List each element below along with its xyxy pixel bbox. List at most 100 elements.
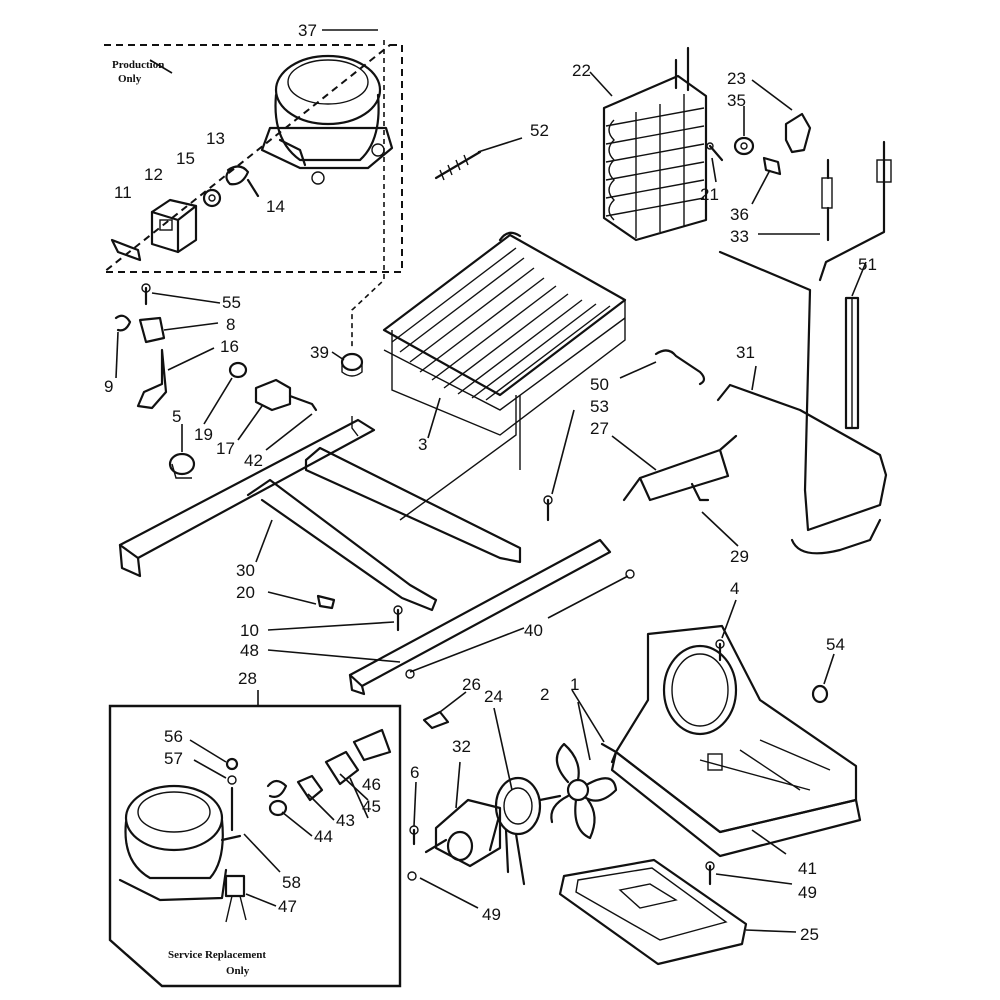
callout-42: 42 <box>244 451 263 470</box>
callout-11: 11 <box>114 183 132 202</box>
service-label-line1: Service Replacement <box>168 949 266 961</box>
service-compressor <box>118 784 242 902</box>
callout-40: 40 <box>524 621 543 640</box>
callout-26: 26 <box>462 675 481 694</box>
screw-part-14 <box>246 178 260 198</box>
callout-14: 14 <box>266 197 285 216</box>
callout-12: 12 <box>144 165 163 184</box>
callout-37: 37 <box>298 21 317 40</box>
relay-part-12 <box>150 198 198 254</box>
callout-31: 31 <box>736 343 755 362</box>
wire-part-42 <box>288 394 318 412</box>
callout-47: 47 <box>278 897 297 916</box>
cap-part-19 <box>228 361 248 379</box>
callout-5: 5 <box>172 407 181 426</box>
cover-part-46 <box>352 728 392 762</box>
wire-part-13 <box>225 165 250 186</box>
dashed-link-37 <box>351 40 385 350</box>
callout-49-left: 49 <box>482 905 501 924</box>
callout-35: 35 <box>727 91 746 110</box>
service-label-line2: Only <box>226 965 250 977</box>
service-replacement-box: Service Replacement Only <box>108 704 402 988</box>
capillary-tube-part-31 <box>716 250 888 555</box>
callout-23: 23 <box>727 69 746 88</box>
callout-43: 43 <box>336 811 355 830</box>
callout-53: 53 <box>590 397 609 416</box>
production-compressor <box>260 54 394 185</box>
clip-part-1 <box>600 742 618 764</box>
leader-lines <box>115 29 867 933</box>
callout-numbers: 37 1 3 15 12 11 14 52 22 23 35 21 36 33 5… <box>104 21 877 944</box>
production-only-box: Production Only <box>101 44 403 273</box>
callout-32: 32 <box>452 737 471 756</box>
callout-20: 20 <box>236 583 255 602</box>
service-small-parts <box>224 728 392 923</box>
callout-56: 56 <box>164 727 183 746</box>
callout-17: 17 <box>216 439 235 458</box>
callout-50: 50 <box>590 375 609 394</box>
fan-blade-part-2 <box>550 742 618 840</box>
callout-54: 54 <box>826 635 845 654</box>
screw-part-53 <box>543 495 553 522</box>
grommet-part-39 <box>340 352 364 377</box>
callout-39: 39 <box>310 343 329 362</box>
grommet-part-44 <box>268 799 288 817</box>
clip-part-11 <box>110 238 142 262</box>
callout-28: 28 <box>238 669 257 688</box>
bracket-part-20 <box>316 594 336 610</box>
callout-45: 45 <box>362 797 381 816</box>
callout-4: 4 <box>730 579 739 598</box>
clamp-part-8 <box>138 316 166 344</box>
callout-1: 1 <box>570 675 579 694</box>
callout-25: 25 <box>800 925 819 944</box>
capacitor-part-17 <box>254 378 292 412</box>
callout-16: 16 <box>220 337 239 356</box>
front-rail-part-48 <box>348 538 612 696</box>
drain-pan-part-25 <box>558 858 748 966</box>
callout-19: 19 <box>194 425 213 444</box>
cord-part-16 <box>136 348 168 410</box>
evaporator-coil <box>602 46 708 242</box>
condenser-coil <box>382 231 627 436</box>
callout-33: 33 <box>730 227 749 246</box>
callout-9: 9 <box>104 377 113 396</box>
fan-shroud-part-41 <box>610 624 862 858</box>
screw-part-49 <box>407 861 715 886</box>
screw-part-6 <box>409 825 419 846</box>
production-label-line2: Only <box>118 73 142 85</box>
clip-part-5 <box>168 452 196 479</box>
bracket-part-26 <box>422 710 450 730</box>
callout-46: 46 <box>362 775 381 794</box>
callout-10: 10 <box>240 621 259 640</box>
callout-3: 3 <box>418 435 427 454</box>
overload-part-45 <box>324 750 360 786</box>
callout-22: 22 <box>572 61 591 80</box>
clip-part-36 <box>762 156 782 176</box>
screw-part-56 <box>225 757 239 771</box>
motor-bracket-part-32 <box>424 798 502 868</box>
callout-15: 15 <box>176 149 195 168</box>
callout-57: 57 <box>164 749 183 768</box>
callout-24: 24 <box>484 687 503 706</box>
callout-41: 41 <box>798 859 817 878</box>
capacitor-part-47 <box>224 874 246 898</box>
callout-48: 48 <box>240 641 259 660</box>
base-rails-part-30 <box>118 416 522 612</box>
bracket-part-23 <box>784 112 812 154</box>
screw-part-55 <box>141 283 151 306</box>
callout-36: 36 <box>730 205 749 224</box>
grommet-part-35 <box>733 136 755 156</box>
screw-part-21 <box>706 142 724 162</box>
callout-52: 52 <box>530 121 549 140</box>
callout-27: 27 <box>590 419 609 438</box>
relay-part-43 <box>296 774 324 802</box>
callout-29: 29 <box>730 547 749 566</box>
grommet-part-15 <box>202 188 222 208</box>
tube-part-51 <box>844 296 860 430</box>
wire-part-50 <box>654 349 706 386</box>
clip-part-9 <box>114 314 132 332</box>
callout-8: 8 <box>226 315 235 334</box>
callout-21: 21 <box>700 185 719 204</box>
production-label-line1: Production <box>112 59 164 71</box>
callout-49-right: 49 <box>798 883 817 902</box>
